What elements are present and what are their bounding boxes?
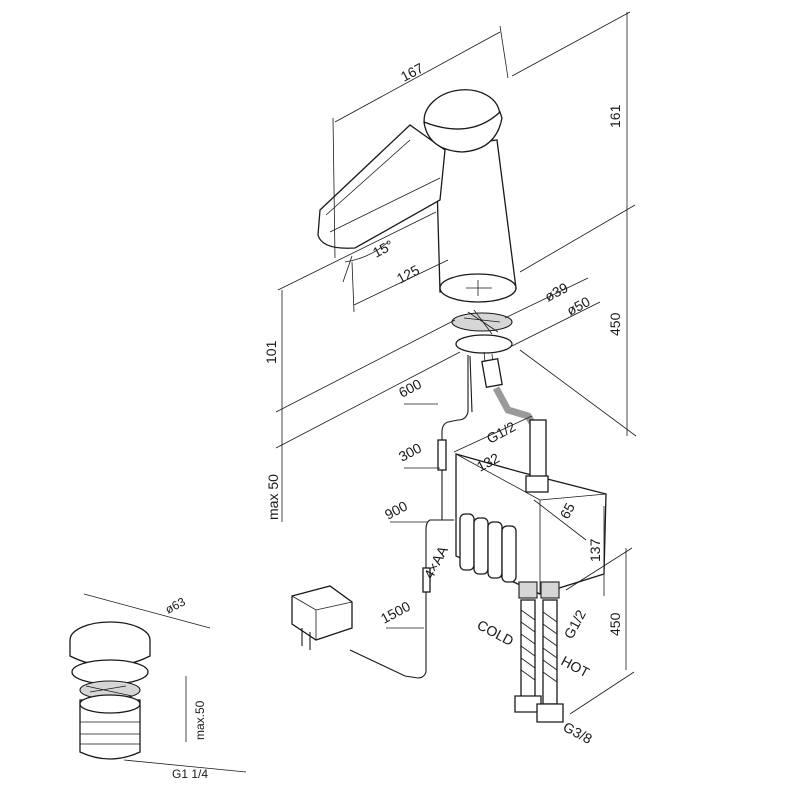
dim-450-bottom: 450 [607, 612, 623, 636]
dimension-labels: 167 161 15° 125 ø39 ø50 450 101 600 G1/2… [163, 59, 623, 781]
pop-up-waste [69, 593, 247, 773]
dim-65: 65 [557, 500, 579, 521]
dim-max50-faucet: max 50 [265, 474, 281, 520]
dim-g12-upper: G1/2 [484, 418, 518, 446]
control-box [291, 355, 635, 723]
label-cold: COLD [475, 617, 517, 649]
dim-137: 137 [587, 538, 603, 562]
dim-125: 125 [394, 261, 422, 286]
faucet [317, 89, 517, 388]
dim-15-degree: 15° [370, 237, 396, 261]
dim-900: 900 [382, 497, 410, 522]
dim-39: ø39 [542, 279, 571, 305]
waste-dim-max50: max.50 [193, 700, 207, 740]
dim-161: 161 [607, 104, 623, 128]
dim-1500: 1500 [378, 598, 413, 627]
dim-50: ø50 [564, 293, 593, 319]
dim-450-top: 450 [607, 312, 623, 336]
waste-dim-63: ø63 [163, 594, 188, 616]
batteries [459, 513, 517, 583]
dim-600: 600 [396, 375, 424, 400]
dim-g38: G3/8 [561, 719, 595, 747]
dim-167: 167 [398, 59, 426, 84]
dim-300: 300 [396, 439, 424, 464]
dimension-lines [275, 11, 637, 522]
dim-g12-lower: G1/2 [561, 607, 589, 641]
label-hot: HOT [559, 653, 593, 681]
supply-hoses [514, 581, 564, 723]
dim-101: 101 [263, 340, 279, 364]
dim-4xaa: 4×AA [421, 543, 452, 582]
waste-thread: G1 1/4 [172, 767, 208, 781]
